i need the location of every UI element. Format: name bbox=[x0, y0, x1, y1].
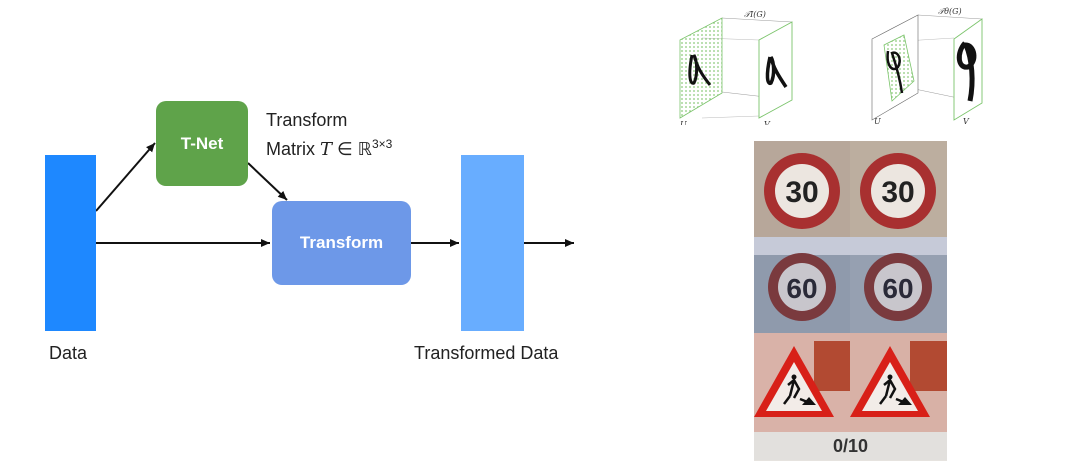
stn-identity-panel: 𝒯I(G) U V bbox=[672, 5, 814, 125]
traffic-sign-grid: 30 30 60 60 bbox=[754, 141, 947, 461]
speed-sign-60-b: 60 bbox=[864, 253, 932, 321]
arrow-data-to-tnet bbox=[95, 142, 156, 212]
matrix-in: ∈ bbox=[332, 139, 358, 159]
transformed-data-label: Transformed Data bbox=[414, 343, 559, 363]
matrix-symbol: T bbox=[320, 139, 333, 160]
matrix-dims: 3×3 bbox=[371, 137, 393, 151]
speed-text-60-b: 60 bbox=[882, 273, 913, 304]
panel1-u-label: U bbox=[680, 120, 687, 125]
panel2-u-label: U bbox=[874, 117, 881, 125]
speed-text-30-a: 30 bbox=[785, 176, 818, 209]
panel2-v-label: V bbox=[963, 117, 970, 125]
u-plane bbox=[679, 17, 723, 119]
data-label: Data bbox=[49, 343, 88, 363]
panel1-transform-label: 𝒯I(G) bbox=[744, 10, 766, 19]
transform-box: Transform bbox=[272, 201, 411, 285]
panel1-v-label: V bbox=[764, 120, 771, 125]
stn-affine-panel: 𝒯θ(G) U V bbox=[862, 3, 1004, 125]
tnet-box: T-Net bbox=[156, 101, 248, 186]
matrix-label-line2: Matrix T ∈ ℝ3×3 bbox=[266, 132, 392, 162]
input-data-bar bbox=[45, 155, 96, 331]
output-data-bar bbox=[461, 155, 524, 331]
matrix-label-line1: Transform bbox=[266, 110, 348, 130]
warning-sign-a bbox=[754, 346, 834, 417]
matrix-prefix: Matrix bbox=[266, 139, 320, 159]
speed-sign-60-a: 60 bbox=[768, 253, 836, 321]
transform-label: Transform bbox=[299, 233, 384, 252]
speed-text-30-b: 30 bbox=[881, 176, 914, 209]
panel2-transform-label: 𝒯θ(G) bbox=[938, 7, 962, 16]
warning-sign-b bbox=[850, 346, 930, 417]
sampling-grid bbox=[883, 34, 915, 102]
transform-matrix-label: Transform Matrix T ∈ ℝ3×3 bbox=[266, 108, 392, 162]
matrix-space: ℝ bbox=[357, 139, 372, 159]
speed-text-60-a: 60 bbox=[786, 273, 817, 304]
speed-sign-30-b: 30 bbox=[860, 153, 936, 229]
speed-sign-30-a: 30 bbox=[764, 153, 840, 229]
arrow-tnet-to-transform bbox=[247, 162, 288, 201]
tnet-label: T-Net bbox=[180, 133, 224, 153]
frame-counter: 0/10 bbox=[754, 432, 947, 460]
